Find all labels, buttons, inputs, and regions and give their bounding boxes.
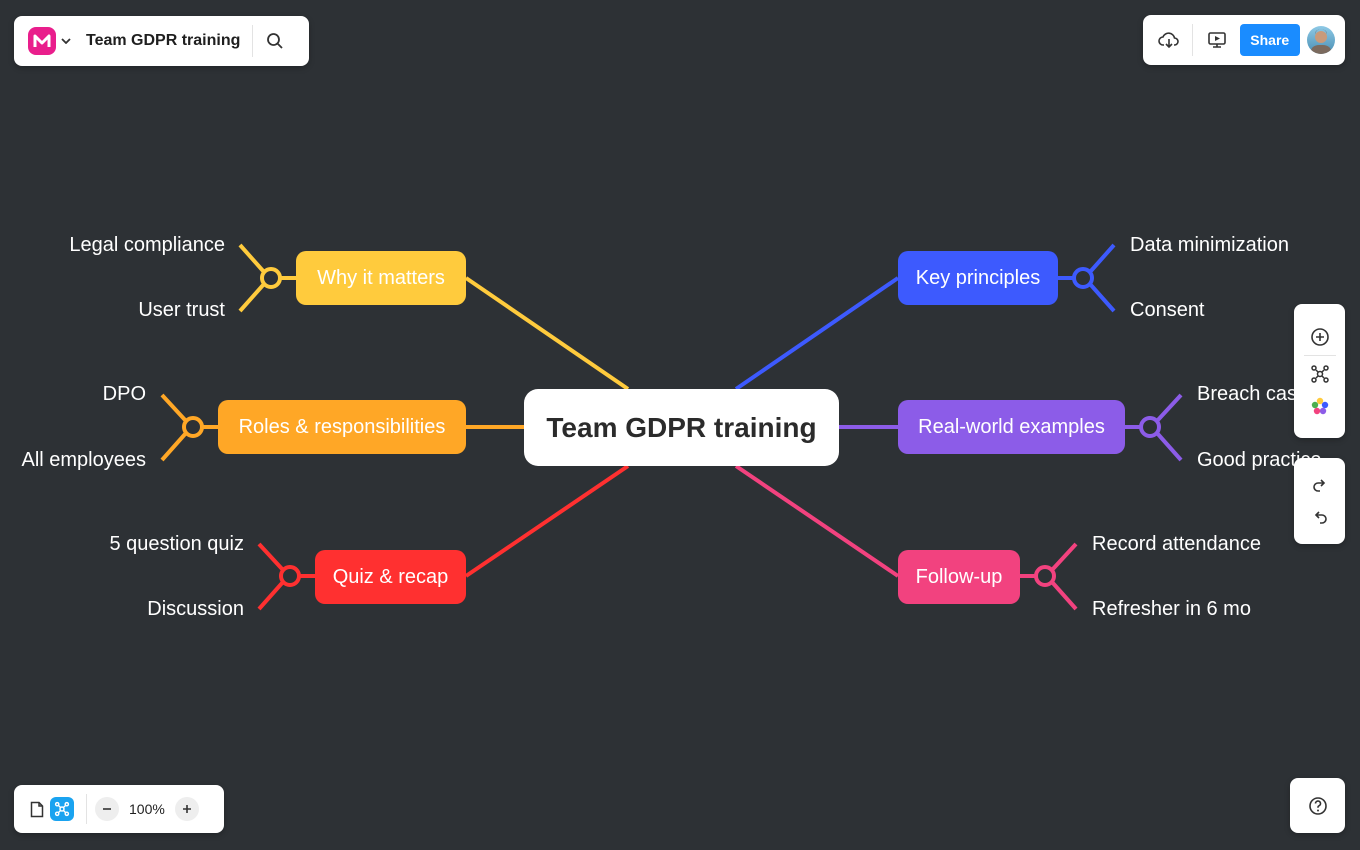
leaf-all-employees[interactable]: All employees (21, 449, 146, 471)
connector-principles (734, 276, 900, 391)
fork-quiz (257, 542, 315, 611)
zoom-in-icon[interactable] (174, 797, 199, 821)
connector-quiz (464, 464, 630, 578)
avatar[interactable] (1307, 26, 1335, 54)
leaf-record-attendance[interactable]: Record attendance (1092, 533, 1262, 555)
leaf-legal-compliance[interactable]: Legal compliance (69, 234, 225, 256)
help-panel (1290, 778, 1345, 833)
leaf-dpo[interactable]: DPO (102, 383, 146, 405)
leaf-quiz[interactable]: 5 question quiz (109, 533, 244, 555)
zoom-level: 100% (129, 801, 165, 817)
chevron-down-icon[interactable] (56, 25, 76, 57)
mindmap-layout-icon[interactable] (1304, 358, 1336, 390)
fork-why (238, 243, 296, 313)
leaf-data-minimization[interactable]: Data minimization (1130, 234, 1289, 256)
branch-followup[interactable]: Follow-up (898, 550, 1020, 604)
fork-principles (1058, 243, 1116, 313)
logo-icon[interactable] (28, 27, 56, 55)
document-title[interactable]: Team GDPR training (86, 32, 241, 49)
branch-examples[interactable]: Real-world examples (898, 400, 1125, 454)
divider (1192, 24, 1194, 56)
zoom-toolbar: 100% (14, 785, 224, 833)
history-panel (1294, 458, 1345, 544)
color-palette-icon[interactable] (1304, 390, 1336, 422)
help-icon[interactable] (1302, 790, 1334, 822)
branch-roles[interactable]: Roles & responsibilities (218, 400, 466, 454)
connector-followup (734, 464, 900, 578)
mindmap-mode-icon[interactable] (50, 797, 74, 821)
branch-quiz[interactable]: Quiz & recap (315, 550, 466, 604)
cloud-download-icon[interactable] (1153, 24, 1185, 56)
add-circle-icon[interactable] (1304, 321, 1336, 353)
leaf-consent[interactable]: Consent (1130, 299, 1205, 321)
share-button[interactable]: Share (1239, 24, 1300, 56)
divider (86, 794, 87, 824)
divider (252, 25, 254, 57)
leaf-user-trust[interactable]: User trust (138, 299, 225, 321)
leaf-good-practice[interactable]: Good practice (1197, 449, 1322, 471)
share-toolbar: Share (1143, 15, 1345, 65)
document-toolbar: Team GDPR training (14, 16, 309, 66)
fork-examples (1125, 393, 1183, 462)
search-icon[interactable] (259, 25, 291, 57)
undo-icon[interactable] (1304, 501, 1336, 533)
fork-followup (1020, 542, 1078, 611)
connector-why (464, 276, 630, 391)
branch-principles[interactable]: Key principles (898, 251, 1058, 305)
leaf-refresher[interactable]: Refresher in 6 mo (1092, 598, 1251, 620)
leaf-discussion[interactable]: Discussion (147, 598, 244, 620)
leaf-breach-case[interactable]: Breach case (1197, 383, 1309, 405)
fork-roles (160, 393, 218, 462)
present-icon[interactable] (1201, 24, 1233, 56)
branch-why[interactable]: Why it matters (296, 251, 466, 305)
redo-icon[interactable] (1304, 469, 1336, 501)
zoom-out-icon[interactable] (95, 797, 119, 821)
divider (1303, 354, 1336, 356)
root-node[interactable]: Team GDPR training (524, 389, 839, 466)
document-icon[interactable] (24, 793, 50, 825)
node-tools-panel (1294, 304, 1345, 438)
